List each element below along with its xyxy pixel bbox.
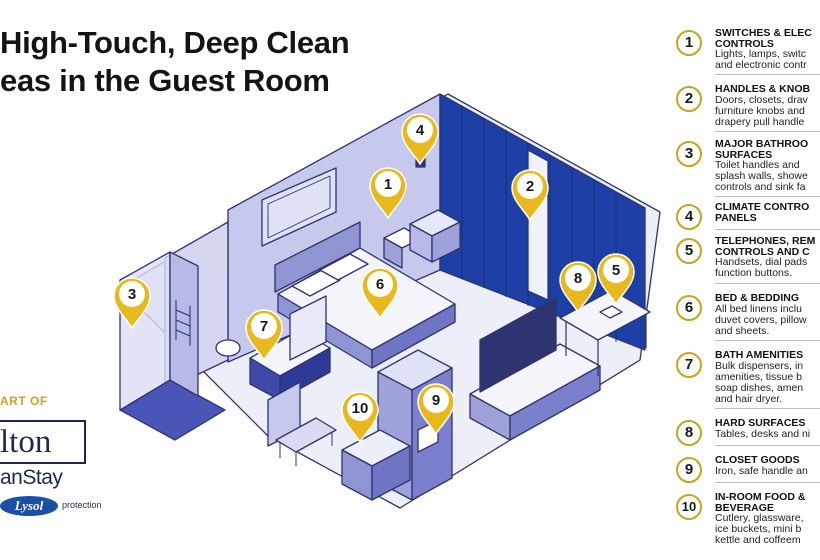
legend-title: CLIMATE CONTRO PANELS xyxy=(715,201,810,224)
legend-divider xyxy=(715,196,820,197)
pin-2-label: 2 xyxy=(526,178,534,195)
legend-desc: Bulk dispensers, in amenities, tissue b … xyxy=(715,360,804,405)
pin-9: 9 xyxy=(417,383,455,436)
legend-title: BED & BEDDING xyxy=(715,292,800,304)
legend-divider xyxy=(715,131,820,132)
legend-title: TELEPHONES, REM CONTROLS AND C xyxy=(715,235,816,258)
pin-3-label: 3 xyxy=(128,286,136,303)
legend-number: 7 xyxy=(676,352,702,378)
room-diagram: 1 2 3 4 5 6 7 8 9 10 xyxy=(113,93,661,509)
pin-5-label: 5 xyxy=(612,262,620,279)
legend-desc: Doors, closets, drav furniture knobs and… xyxy=(715,94,808,128)
pin-7-label: 7 xyxy=(260,318,268,335)
cleanstay-logo: anStay xyxy=(0,466,63,489)
pin-1: 1 xyxy=(369,167,407,220)
legend-title: HANDLES & KNOB xyxy=(715,83,811,95)
legend-number: 6 xyxy=(676,295,702,321)
pin-8: 8 xyxy=(559,261,597,314)
pin-1-label: 1 xyxy=(384,176,392,193)
legend-desc: Tables, desks and ni xyxy=(715,428,811,440)
legend-desc: Iron, safe handle an xyxy=(715,465,808,477)
legend-title: SWITCHES & ELEC CONTROLS xyxy=(715,27,812,50)
legend-desc: Handsets, dial pads function buttons. xyxy=(715,256,808,279)
legend-divider xyxy=(715,74,820,75)
pin-9-label: 9 xyxy=(432,392,440,409)
pin-7: 7 xyxy=(245,309,283,362)
legend-number: 2 xyxy=(676,86,702,112)
mirror xyxy=(289,295,327,361)
luggage-bench xyxy=(275,417,337,453)
pin-4-label: 4 xyxy=(416,122,425,139)
television xyxy=(479,297,557,393)
legend: 1 SWITCHES & ELEC CONTROLS Lights, lamps… xyxy=(672,0,820,560)
legend-number: 4 xyxy=(676,204,702,230)
legend-number: 10 xyxy=(676,494,702,520)
pin-6: 6 xyxy=(361,267,399,320)
pin-2: 2 xyxy=(511,169,549,222)
pin-6-label: 6 xyxy=(376,276,384,293)
legend-number: 3 xyxy=(676,141,702,167)
legend-desc: Cutlery, glassware, ice buckets, mini b … xyxy=(715,512,804,546)
title-line-2: eas in the Guest Room xyxy=(0,63,330,98)
legend-divider xyxy=(715,482,820,483)
legend-divider xyxy=(715,229,820,230)
wall-art xyxy=(261,167,337,247)
legend-divider xyxy=(715,340,820,341)
lysol-protection-logo: Lysol protection xyxy=(0,494,140,518)
part-of-label: ART OF xyxy=(0,394,48,408)
legend-number: 9 xyxy=(676,457,702,483)
toilet xyxy=(215,339,241,357)
pin-5: 5 xyxy=(597,253,635,306)
title-line-1: High-Touch, Deep Clean xyxy=(0,25,350,60)
pin-8-label: 8 xyxy=(574,270,582,287)
legend-number: 1 xyxy=(676,30,702,56)
legend-title: CLOSET GOODS xyxy=(715,454,800,466)
legend-title: BATH AMENITIES xyxy=(715,349,804,361)
hilton-logo: lton xyxy=(0,424,52,460)
lysol-protection-text: protection xyxy=(62,500,102,510)
legend-title: MAJOR BATHROO SURFACES xyxy=(715,138,809,161)
legend-number: 5 xyxy=(676,238,702,264)
legend-title: HARD SURFACES xyxy=(715,417,806,429)
legend-desc: All bed linens inclu duvet covers, pillo… xyxy=(715,303,807,337)
hilton-logo-box xyxy=(0,420,86,464)
legend-desc: Lights, lamps, switc and electronic cont… xyxy=(715,48,807,71)
lysol-badge: Lysol xyxy=(0,496,58,516)
legend-divider xyxy=(715,408,820,409)
legend-number: 8 xyxy=(676,420,702,446)
legend-title: IN-ROOM FOOD & BEVERAGE xyxy=(715,491,806,514)
pin-10-label: 10 xyxy=(352,400,369,417)
pin-4: 4 xyxy=(401,113,439,166)
desk-phone xyxy=(599,305,623,319)
legend-divider xyxy=(715,283,820,284)
pin-10: 10 xyxy=(341,391,379,444)
legend-divider xyxy=(715,445,820,446)
pin-3: 3 xyxy=(113,277,151,330)
legend-desc: Toilet handles and splash walls, showe c… xyxy=(715,159,808,193)
